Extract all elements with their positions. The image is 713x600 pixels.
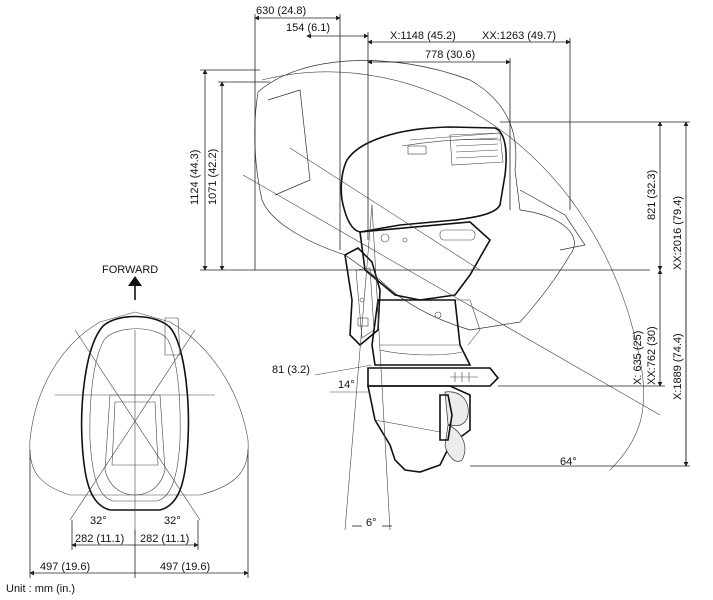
dim-778: 778 (30.6) xyxy=(425,49,475,61)
dim-282-left: 282 (11.1) xyxy=(75,533,124,545)
dim-821: 821 (32.3) xyxy=(646,170,658,220)
dim-x1889: X:1889 (74.4) xyxy=(672,333,684,400)
bottom-dimension-lines xyxy=(29,450,249,578)
tilt-arc xyxy=(261,71,645,471)
angle-14: 14° xyxy=(338,379,355,391)
dim-497-right: 497 (19.6) xyxy=(160,561,210,573)
right-dimension-lines xyxy=(470,121,690,467)
dim-xx762: XX:762 (30) xyxy=(646,326,658,385)
engine-side-view xyxy=(340,126,507,473)
dim-630: 630 (24.8) xyxy=(256,5,306,17)
dim-497-left: 497 (19.6) xyxy=(40,561,90,573)
angle-32-left: 32° xyxy=(90,515,107,527)
top-dimension-lines xyxy=(254,14,571,270)
dim-xx1263: XX:1263 (49.7) xyxy=(482,30,556,42)
top-view xyxy=(29,276,249,535)
angle-64: 64° xyxy=(560,456,577,468)
dim-xx2016: XX:2016 (79.4) xyxy=(672,196,684,270)
forward-label: FORWARD xyxy=(102,264,158,276)
dim-1071: 1071 (42.2) xyxy=(207,149,219,205)
dim-1124: 1124 (44.3) xyxy=(189,150,201,205)
dim-154: 154 (6.1) xyxy=(286,22,330,34)
dim-282-right: 282 (11.1) xyxy=(140,533,189,545)
dim-x635: X: 635 (25) xyxy=(632,331,644,385)
left-dimension-lines xyxy=(200,69,650,271)
dim-x1148: X:1148 (45.2) xyxy=(390,30,456,42)
tilted-engine-ghost xyxy=(254,60,586,331)
angle-32-right: 32° xyxy=(164,515,181,527)
dim-81: 81 (3.2) xyxy=(272,364,310,376)
angle-6: 6° xyxy=(366,517,377,529)
unit-label: Unit : mm (in.) xyxy=(6,583,75,595)
reference-lines xyxy=(242,147,661,531)
